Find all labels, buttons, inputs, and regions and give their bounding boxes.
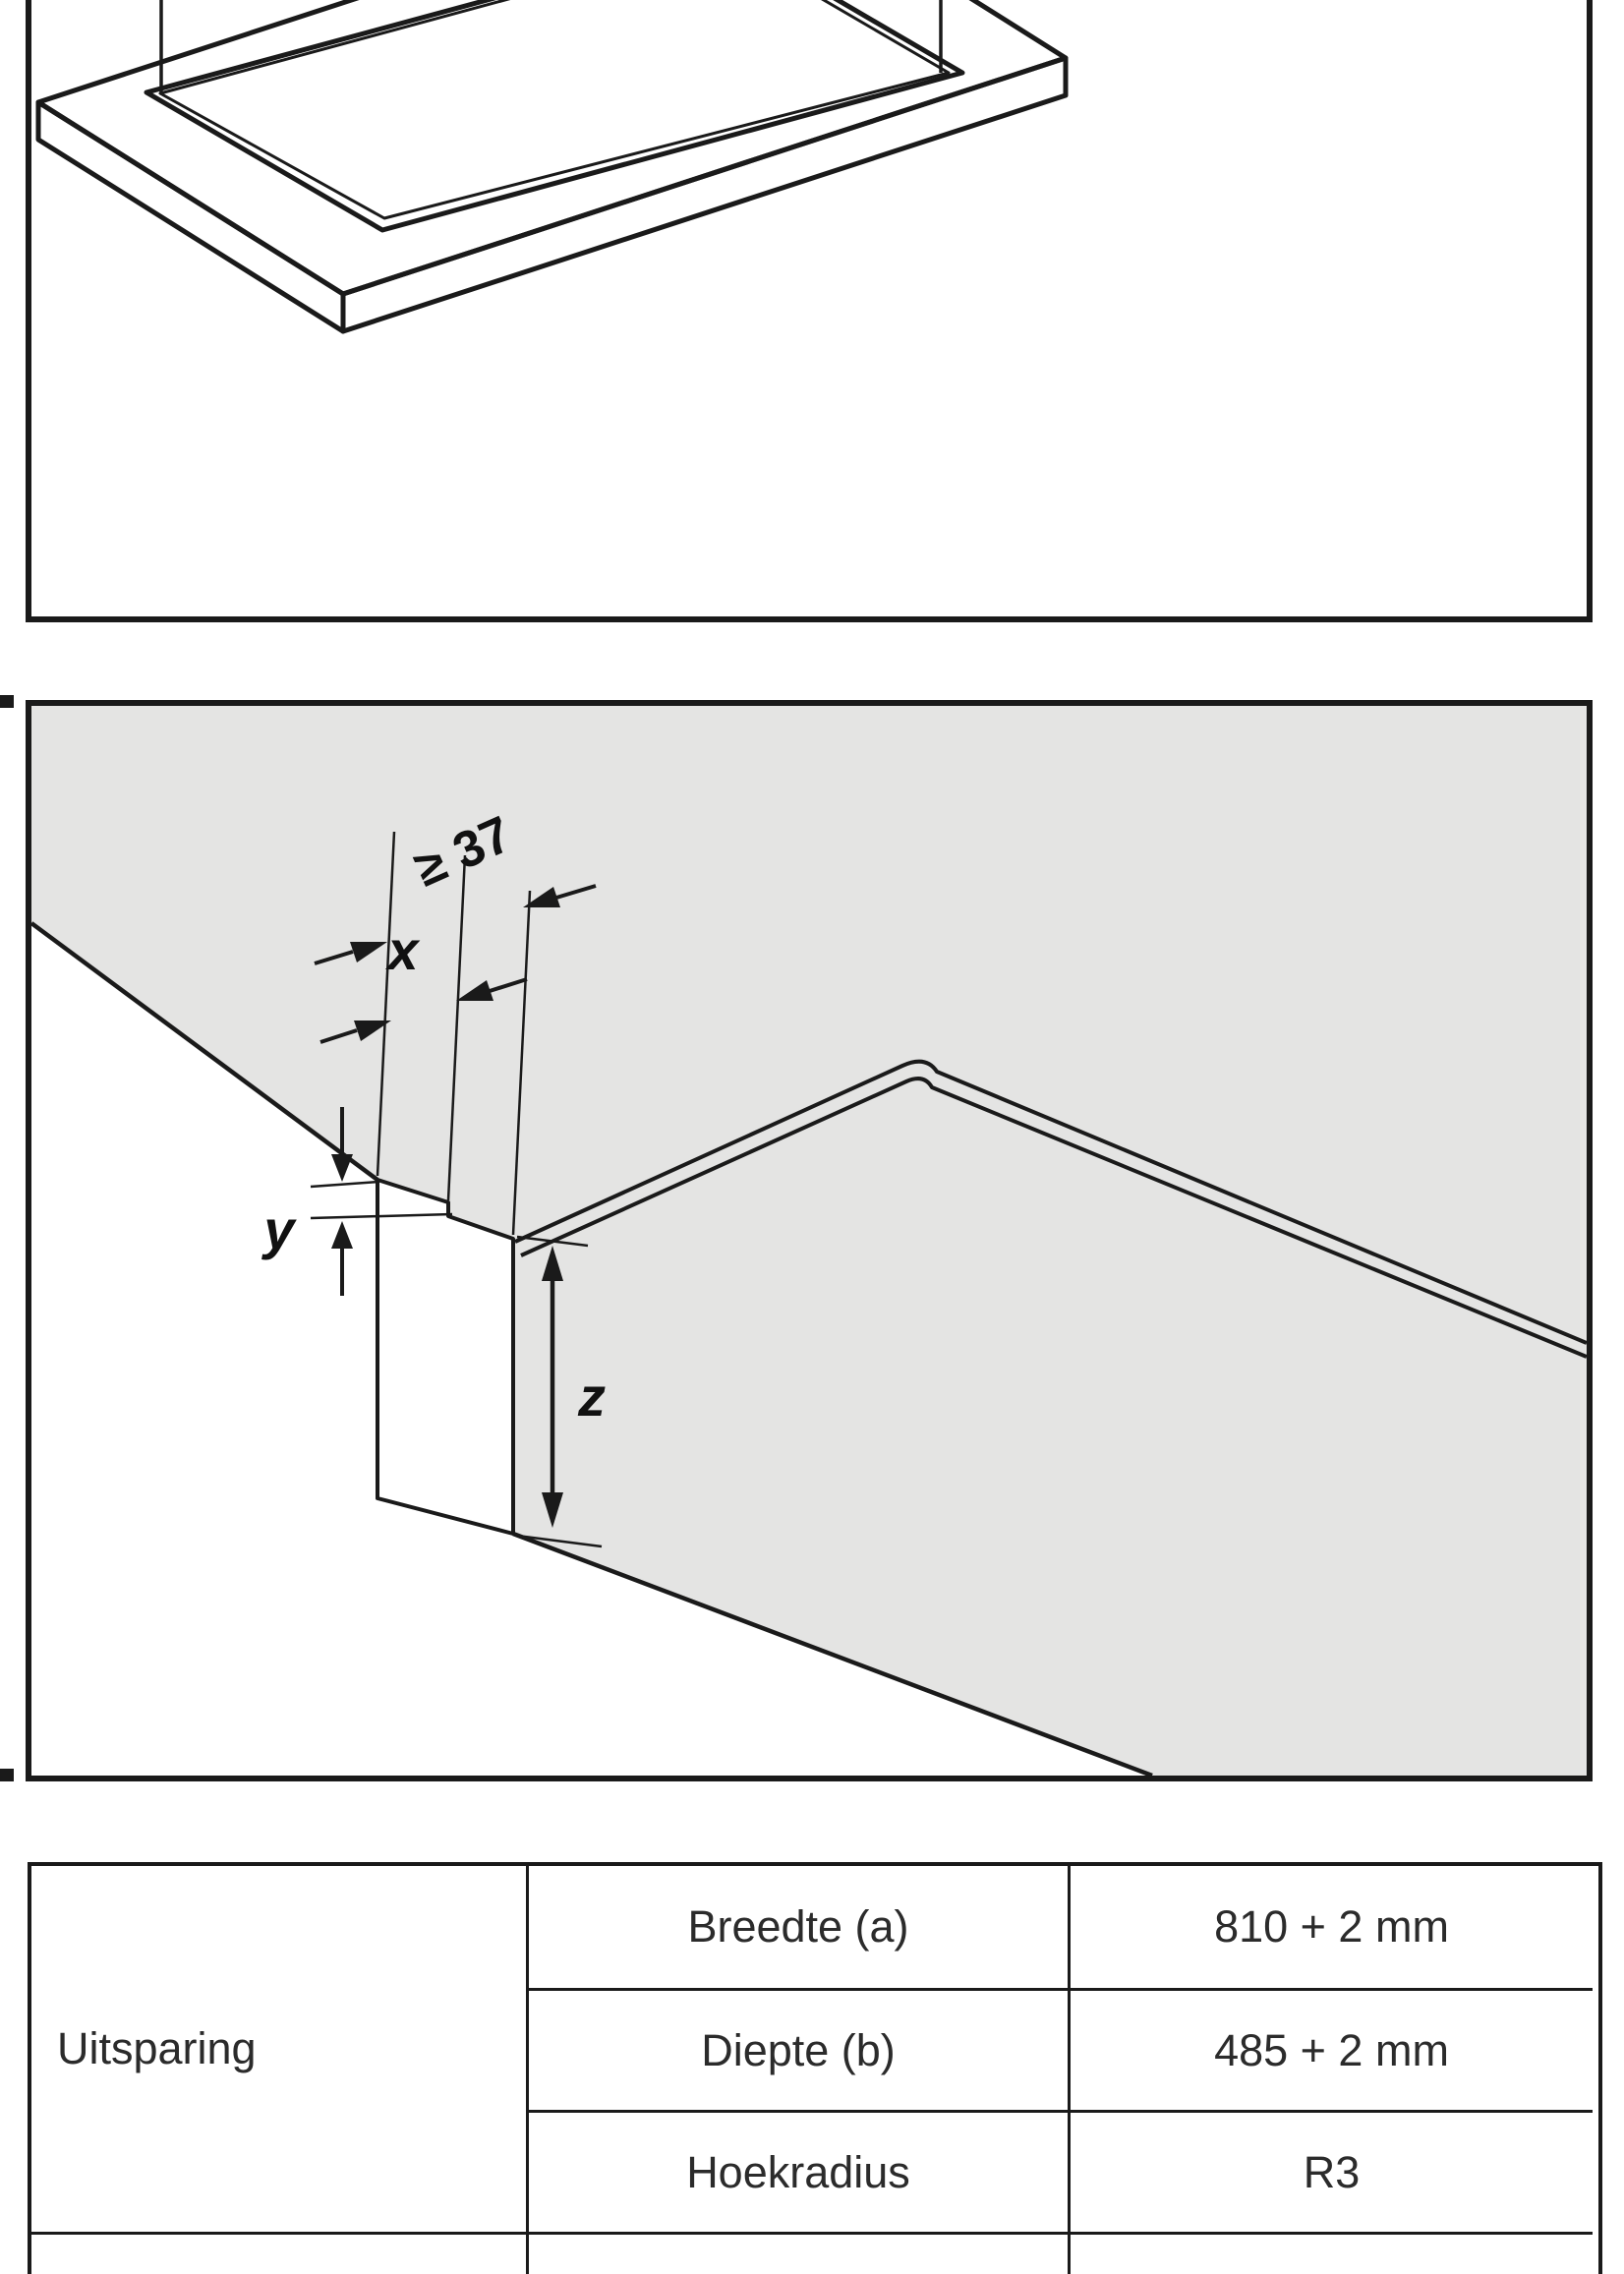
section-face-hatch	[376, 1178, 515, 1536]
dim37-arrow-right	[523, 887, 560, 907]
dimy-arrow-up	[331, 1221, 353, 1249]
dim37-arrow-left	[350, 942, 387, 962]
table-parameter: Diepte (b)	[526, 1988, 1068, 2110]
dimz-ext-top	[516, 1235, 589, 1248]
table-value: 485 + 2 mm	[1068, 1988, 1593, 2110]
dimz-ext-bottom	[516, 1534, 603, 1548]
worktop-surface	[31, 706, 1587, 1776]
dim-z-label: z	[577, 1366, 606, 1428]
dimz-arrow-up	[542, 1246, 563, 1281]
table-parameter: Breedte (a)	[526, 1866, 1068, 1988]
dimx-arrow-right	[456, 980, 493, 1001]
table-next-value-cell	[1068, 2232, 1593, 2274]
table-next-parameter-cell	[526, 2232, 1068, 2274]
worktop-front-right-face	[340, 55, 1069, 334]
table-value: R3	[1068, 2110, 1593, 2232]
dim-y-label: y	[261, 1198, 297, 1260]
ext-line-a	[376, 831, 396, 1177]
cutout-corner-outer-line	[514, 1059, 1587, 1345]
ext-line-c	[511, 890, 532, 1236]
worktop-front-left-face	[35, 99, 346, 334]
table-value: 810 + 2 mm	[1068, 1866, 1593, 1988]
cutout-spec-table: Uitsparing Breedte (a) 810 + 2 mm Diepte…	[28, 1862, 1602, 2274]
figure-frame-overview	[26, 0, 1593, 622]
dimz-arrow-down	[542, 1492, 563, 1528]
cutout-corner-detail-drawing: ≥ 37 x y z	[31, 706, 1587, 1776]
dimy-ext-bottom	[310, 1212, 453, 1220]
cutout-hole	[144, 0, 965, 233]
worktop-outer-edge	[31, 921, 379, 1182]
cutout-edge-inner-line	[158, 0, 951, 220]
page-edge-mark	[0, 1769, 14, 1781]
dimx-stem-right	[489, 977, 528, 993]
dim37-stem-left	[314, 950, 354, 965]
cutout-corner-inner-line	[520, 1077, 1587, 1359]
page-edge-mark	[0, 695, 14, 708]
dimx-arrow-left	[354, 1020, 391, 1041]
table-parameter: Hoekradius	[526, 2110, 1068, 2232]
table-group-label: Uitsparing	[57, 2023, 257, 2073]
dimy-ext-top	[310, 1180, 380, 1189]
section-face-bg	[377, 1180, 513, 1534]
dimx-stem-left	[319, 1028, 358, 1044]
ext-line-step	[446, 854, 467, 1201]
worktop-cutout-overview-drawing	[35, 0, 1069, 334]
dimy-arrow-down	[331, 1154, 353, 1182]
table-next-group-cell	[31, 2232, 526, 2274]
figure-frame-detail: ≥ 37 x y z	[26, 700, 1593, 1781]
dim-x-label: x	[384, 919, 421, 981]
worktop-front-edge	[512, 1531, 1153, 1776]
dim37-stem-right	[555, 884, 597, 900]
